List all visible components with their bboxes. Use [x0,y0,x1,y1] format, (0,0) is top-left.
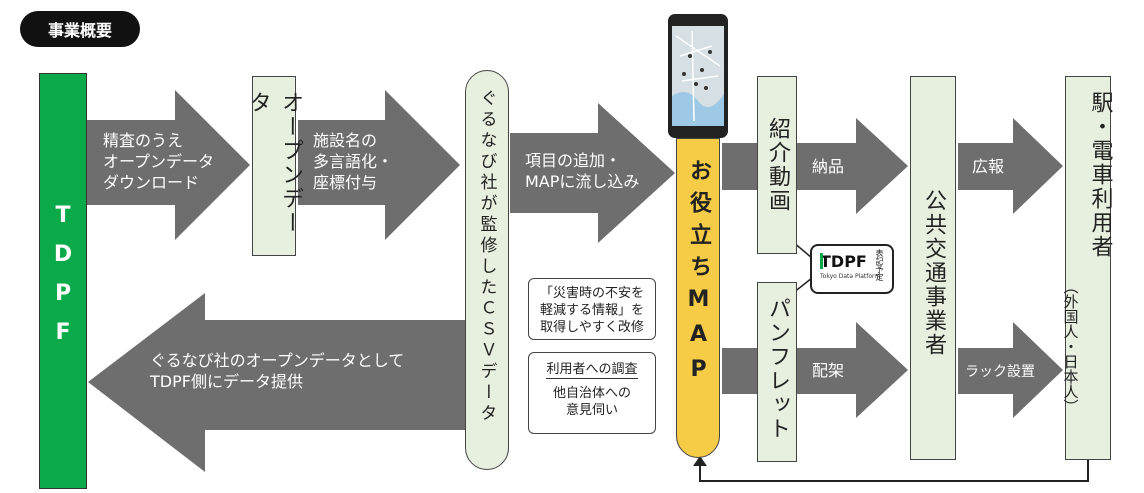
arrow-add-items-label: 項目の追加・MAPに流し込み [525,151,640,191]
note-survey: 利用者への調査 他自治体への意見伺い [528,352,656,434]
pamphlet-node: パンフレット [757,282,797,462]
arrow-rack [958,322,1063,418]
map-thumbnail [672,26,724,126]
operators-label: 公共交通事業者 [921,189,946,357]
logo-sub: Tokyo Data Platform [820,273,881,280]
arrow-delivery-label: 納品 [812,157,845,176]
open-data-label: オープンデータ [246,91,303,235]
arrow-multilingual-label: 施設名の多言語化・座標付与 [313,131,394,192]
arrow-distribution-label: 配架 [812,361,845,380]
users-note: （外国人・日本人） [1061,279,1080,414]
tdpf-label: TDPF [50,203,76,359]
note-improve: 「災害時の不安を軽減する情報」を取得しやすく改修 [528,278,656,340]
arrow-ad-label: 広報 [972,157,1005,176]
open-data-node: オープンデータ [246,76,303,256]
feedback-line [699,460,1089,482]
logo-name: TDPF [820,252,867,271]
arrow-provide [88,293,465,472]
arrow-multilingual [298,90,460,240]
map-screenshot [672,26,724,126]
section-title: 事業概要 [20,11,140,47]
gurunavi-csv-label: ぐるなび社が監修したＣＳＶデータ [476,89,497,425]
gurunavi-csv-node: ぐるなび社が監修したＣＳＶデータ [465,70,509,470]
map-node: お役立ちMAP [676,138,720,458]
users-node: （外国人・日本人） 駅・電車利用者 [1062,76,1113,460]
video-label: 紹介動画 [765,117,790,213]
arrow-add-items [510,103,675,243]
operators-node: 公共交通事業者 [910,76,956,460]
arrow-ad [958,118,1063,214]
arrow-download-label: 精査のうえオープンデータダウンロード [103,131,215,192]
tdpf-node: TDPF [39,73,87,489]
tdpf-logo: TDPF Tokyo Data Platform 表記予定 [810,244,894,294]
arrow-download [86,90,250,240]
logo-mark [820,253,823,269]
note-survey-title: 利用者への調査 [546,362,638,379]
users-label: 駅・電車利用者 [1087,91,1113,259]
arrow-rack-label: ラック設置 [965,364,1035,380]
logo-tag: 表記予定 [875,249,884,281]
pamphlet-label: パンフレット [765,297,790,441]
video-node: 紹介動画 [757,76,797,254]
map-label: お役立ちMAP [686,159,711,392]
feedback-arrowhead [693,456,707,466]
